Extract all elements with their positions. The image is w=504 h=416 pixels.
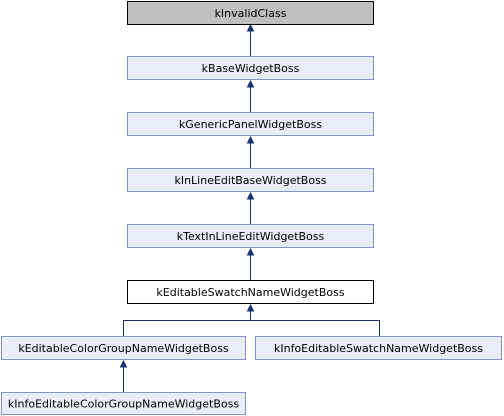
node-box bbox=[1, 336, 246, 360]
arrowhead-infocolorgroup-to-colorgroup bbox=[119, 359, 128, 368]
node-kInLineEditBaseWidgetBoss[interactable]: kInLineEditBaseWidgetBoss bbox=[127, 168, 374, 192]
node-box bbox=[127, 168, 374, 192]
node-box bbox=[127, 112, 374, 136]
node-kInfoEditableSwatchNameWidgetBoss[interactable]: kInfoEditableSwatchNameWidgetBoss bbox=[255, 336, 502, 360]
node-kGenericPanelWidgetBoss[interactable]: kGenericPanelWidgetBoss bbox=[127, 112, 374, 136]
node-label: kInfoEditableSwatchNameWidgetBoss bbox=[274, 342, 483, 355]
node-box bbox=[1, 392, 246, 415]
arrowhead-inline-to-generic bbox=[246, 135, 255, 144]
node-box bbox=[127, 224, 374, 248]
node-box bbox=[255, 336, 502, 360]
node-label: kEditableSwatchNameWidgetBoss bbox=[156, 286, 344, 299]
node-kTextInLineEditWidgetBoss[interactable]: kTextInLineEditWidgetBoss bbox=[127, 224, 374, 248]
node-label: kGenericPanelWidgetBoss bbox=[179, 118, 322, 131]
arrowhead-swatch-to-text bbox=[246, 247, 255, 256]
arrowhead-base-to-invalid bbox=[246, 23, 255, 32]
node-label: kTextInLineEditWidgetBoss bbox=[177, 230, 325, 243]
node-kBaseWidgetBoss[interactable]: kBaseWidgetBoss bbox=[127, 56, 374, 80]
node-kInvalidClass[interactable]: kInvalidClass bbox=[127, 1, 374, 25]
arrowhead-children-to-swatch bbox=[246, 303, 255, 312]
node-box bbox=[127, 280, 374, 304]
edges bbox=[119, 23, 380, 392]
node-label: kInvalidClass bbox=[215, 7, 287, 20]
node-kEditableColorGroupNameWidgetBoss[interactable]: kEditableColorGroupNameWidgetBoss bbox=[1, 336, 246, 360]
node-box bbox=[127, 56, 374, 80]
node-label: kEditableColorGroupNameWidgetBoss bbox=[18, 342, 229, 355]
node-kInfoEditableColorGroupNameWidgetBoss[interactable]: kInfoEditableColorGroupNameWidgetBoss bbox=[1, 392, 246, 415]
edge-infoswatch-to-swatch bbox=[250, 320, 380, 336]
node-box bbox=[127, 1, 374, 25]
arrowhead-text-to-inline bbox=[246, 191, 255, 200]
node-label: kInLineEditBaseWidgetBoss bbox=[174, 174, 326, 187]
node-kEditableSwatchNameWidgetBoss[interactable]: kEditableSwatchNameWidgetBoss bbox=[127, 280, 374, 304]
arrowhead-generic-to-base bbox=[246, 79, 255, 88]
edge-colorgroup-to-swatch bbox=[123, 310, 251, 336]
node-label: kInfoEditableColorGroupNameWidgetBoss bbox=[8, 398, 239, 411]
node-label: kBaseWidgetBoss bbox=[202, 62, 300, 75]
